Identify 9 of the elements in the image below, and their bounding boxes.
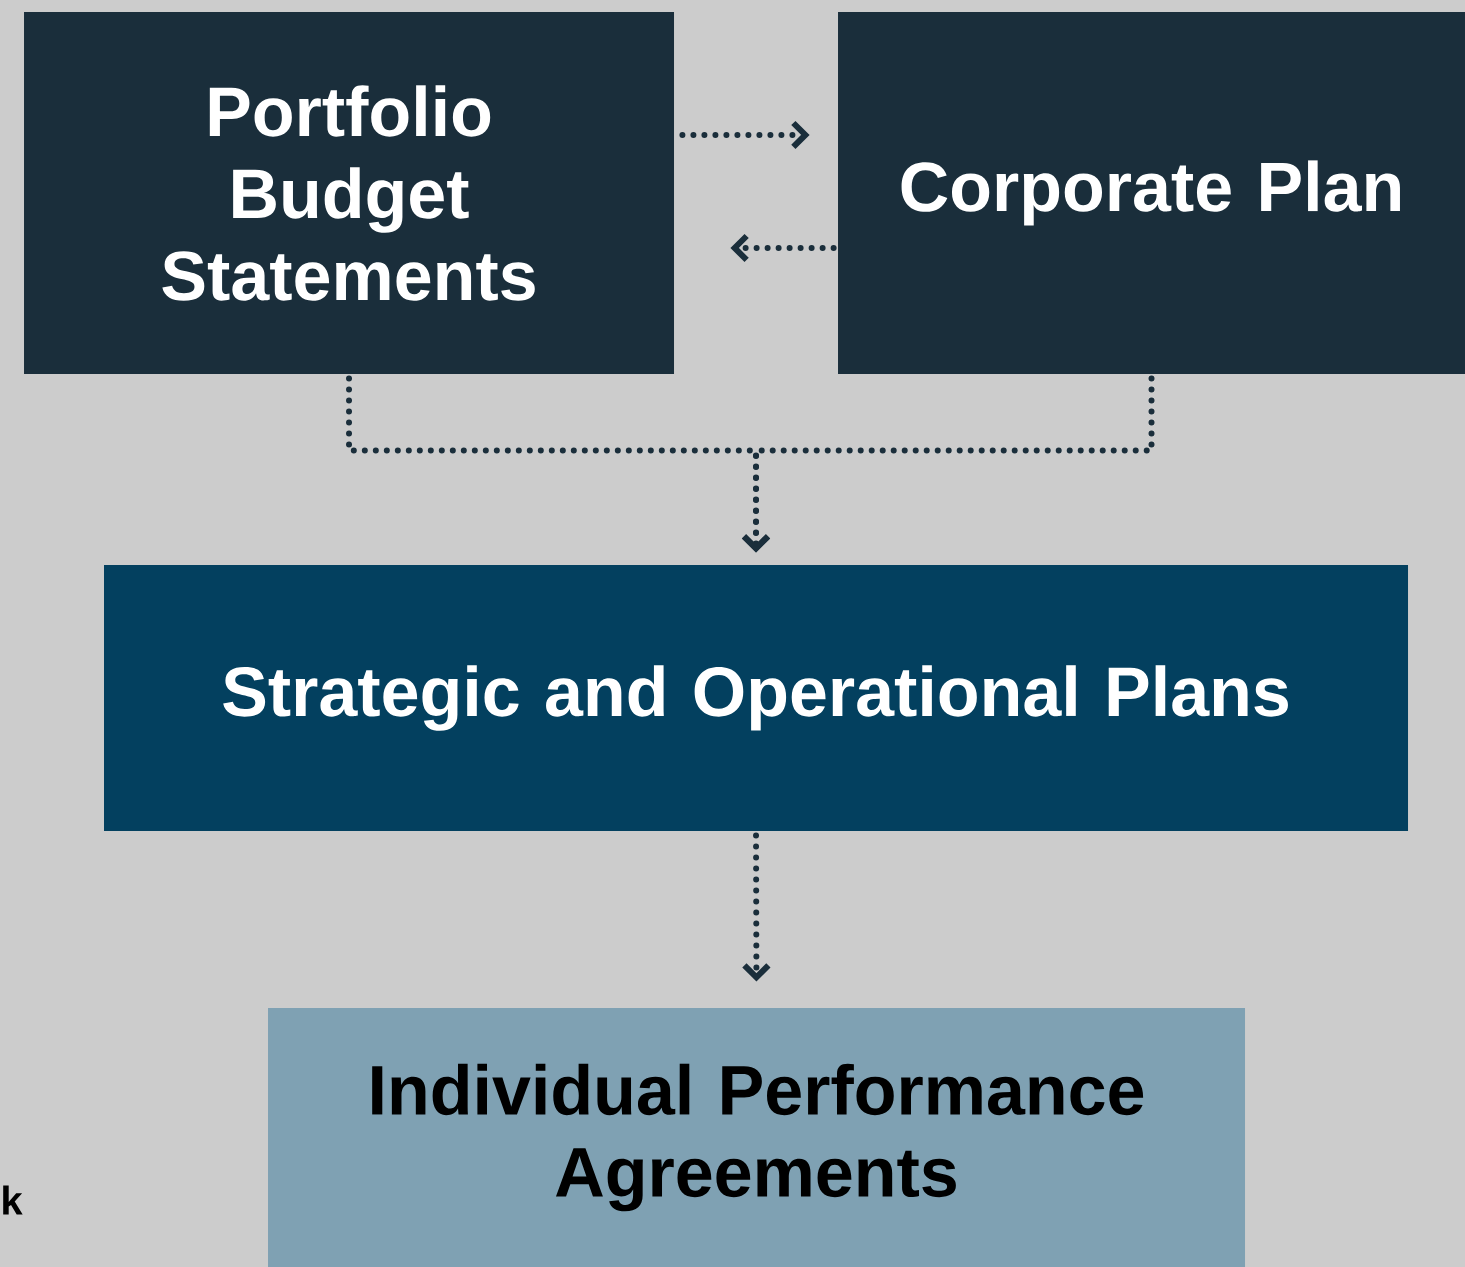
process-box: Portfolio Budget Statements <box>24 12 674 374</box>
arrow <box>742 832 771 982</box>
process-box: Corporate Plan <box>838 12 1465 374</box>
process-box: Individual Performance Agreements <box>268 1008 1245 1267</box>
arrow <box>679 120 810 150</box>
arrow <box>741 375 1155 553</box>
arrow <box>730 233 837 263</box>
text-fragment: k <box>3 1185 23 1215</box>
process-box: Strategic and Operational Plans <box>104 565 1408 831</box>
